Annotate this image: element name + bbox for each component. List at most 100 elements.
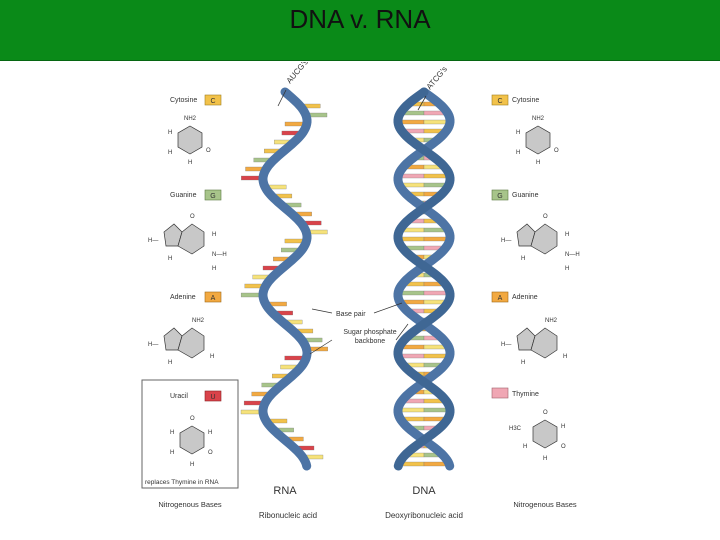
sugar-backbone-label: Sugar phosphate backbone [343,329,397,345]
thymine-swatch [491,387,509,399]
left-base-name: Adenine [170,294,196,301]
svg-text:H: H [516,150,520,156]
rna-full-name: Ribonucleic acid [259,511,317,520]
svg-text:O: O [543,410,548,416]
center-callouts: Base pair Sugar phosphate backbone [309,302,409,355]
dna-rna-figure: Cytosine C NH2 H H O H Guanine G O H— H … [140,62,610,537]
dna-backbone-a [393,87,455,471]
svg-text:H: H [188,160,192,166]
right-bottom-label-box: Nitrogenous Bases [513,500,577,509]
dna-label: DNA [412,485,436,497]
svg-text:H—: H— [148,342,158,348]
adenine-swatch [204,291,222,303]
svg-text:H: H [208,430,212,436]
right-base-letter: C [497,98,502,105]
cytosine-swatch [491,94,509,106]
svg-text:O: O [190,416,195,422]
svg-text:H—: H— [501,238,511,244]
adenine-structure: NH2 H— H H [501,318,567,366]
thymine-structure: O H3C H H O H [509,410,566,462]
cytosine-structure: NH2 H H O H [168,116,211,166]
svg-text:H: H [563,354,567,360]
uracil-structure: O H H H O H [170,416,213,468]
dna-backbone-b [393,87,455,471]
svg-text:H: H [170,450,174,456]
right-base-letter: A [498,295,503,302]
dna-full-name: Deoxyribonucleic acid [385,511,463,520]
svg-text:H: H [212,266,216,272]
right-base-name: Guanine [512,192,539,199]
svg-text:O: O [543,214,548,220]
rna-callout-arrow [277,89,287,107]
uracil-note: replaces Thymine in RNA [145,479,219,486]
base-pair-label: Base pair [336,311,366,318]
svg-text:O: O [208,450,213,456]
svg-text:H: H [536,160,540,166]
svg-text:H: H [523,444,527,450]
svg-text:H: H [521,256,525,262]
left-base-name: Cytosine [170,97,197,104]
left-base-letter: A [211,295,216,302]
svg-text:O: O [190,214,195,220]
svg-text:H: H [168,360,172,366]
svg-text:H: H [516,130,520,136]
rna-label: RNA [273,485,297,497]
left-bottom-label-box: Nitrogenous Bases [158,500,222,509]
svg-text:H: H [561,424,565,430]
slide-title: DNA v. RNA [289,4,431,34]
svg-text:H: H [168,130,172,136]
rna-helix [240,87,328,471]
adenine-swatch [491,291,509,303]
cytosine-structure: NH2 H H O H [516,116,559,166]
figure-svg: Cytosine C NH2 H H O H Guanine G O H— H … [141,62,580,520]
svg-text:H: H [168,150,172,156]
svg-text:NH2: NH2 [184,116,197,122]
svg-text:H: H [212,232,216,238]
dna-base-rungs [397,101,451,467]
svg-text:H: H [168,256,172,262]
uracil-swatch [204,390,222,402]
svg-text:H: H [543,456,547,462]
svg-text:N—H: N—H [212,252,227,258]
rna-backbone [258,87,312,471]
svg-text:NH2: NH2 [545,318,558,324]
guanine-swatch [204,189,222,201]
left-base-letter: G [210,193,215,200]
svg-text:O: O [206,148,211,154]
svg-text:H: H [190,462,194,468]
right-base-letter: G [497,193,502,200]
right-base-legend: C Cytosine NH2 H H O H G Guanine O H— H … [491,94,580,462]
svg-text:O: O [554,148,559,154]
adenine-structure: NH2 H— H H [148,318,214,366]
left-base-letter: C [210,98,215,105]
right-base-name: Thymine [512,391,539,398]
dna-callout-arrow [417,95,427,111]
left-base-legend: Cytosine C NH2 H H O H Guanine G O H— H … [141,94,239,489]
cytosine-swatch [204,94,222,106]
svg-text:H3C: H3C [509,426,522,432]
svg-text:H—: H— [501,342,511,348]
svg-text:H: H [565,266,569,272]
svg-text:NH2: NH2 [192,318,205,324]
svg-text:H: H [210,354,214,360]
slide-header: DNA v. RNA [0,0,720,61]
svg-text:H: H [521,360,525,366]
svg-text:H—: H— [148,238,158,244]
dna-helix [393,87,455,471]
dna-strand-label: ATCG's [425,65,449,92]
svg-text:H: H [565,232,569,238]
svg-text:NH2: NH2 [532,116,545,122]
left-bottom-label: Nitrogenous Bases [158,500,222,509]
rna-strand-label: AUCG's [285,62,310,85]
left-base-name: Guanine [170,192,197,199]
right-base-name: Cytosine [512,97,539,104]
guanine-structure: O H— H H N—H H [501,214,580,272]
svg-text:H: H [170,430,174,436]
left-base-name: Uracil [170,393,188,400]
right-base-name: Adenine [512,294,538,301]
guanine-swatch [491,189,509,201]
svg-text:N—H: N—H [565,252,580,258]
svg-text:O: O [561,444,566,450]
right-bottom-label: Nitrogenous Bases [513,500,577,509]
backbone-label-box: Sugar phosphate backbone [343,329,397,345]
